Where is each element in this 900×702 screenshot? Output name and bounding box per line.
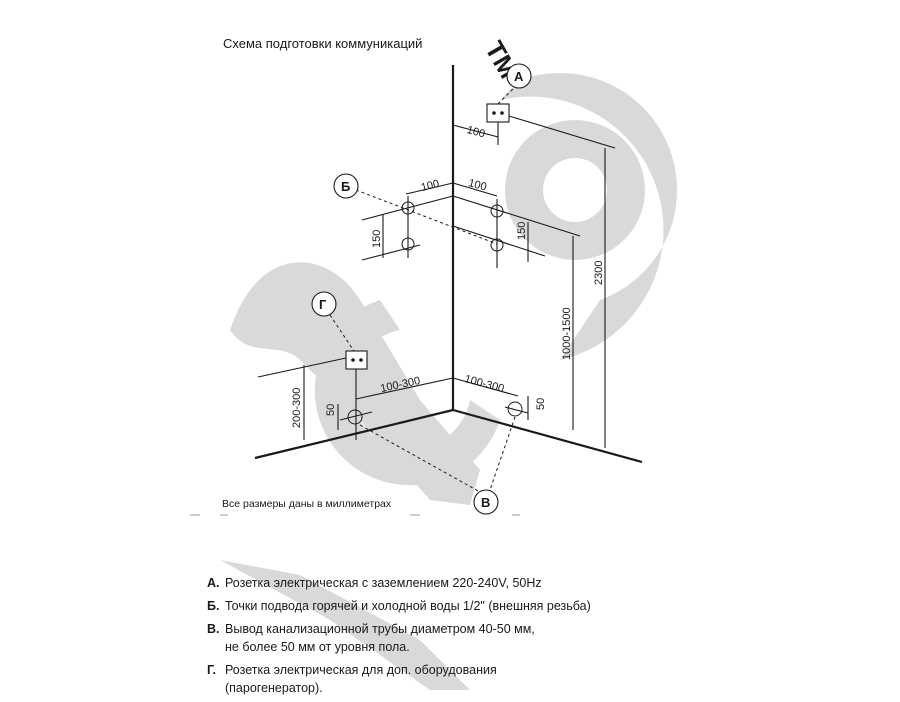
drain-right-cross [504,406,529,414]
room-corner [254,65,643,464]
dim-b-right-spacing: 150 [516,222,528,240]
b-left-bottom-line [361,244,421,261]
watermark-loop-shape [500,72,678,361]
units-note: Все размеры даны в миллиметрах [222,498,392,510]
water-points-b: 100 100 150 150 1000-1500 Б [333,173,581,430]
b-right-bottom-line [452,225,546,257]
legend-text: Точки подвода горячей и холодной воды 1/… [225,599,591,613]
dim-v-right-height: 50 [535,398,547,410]
legend-letter: А. [207,576,220,590]
dim-v-left-height: 50 [325,404,337,416]
callout-g-leader [329,314,355,352]
legend-letter: Г. [207,663,216,677]
socket-g: 200-300 Г [257,291,368,440]
socket-a-box [486,103,510,123]
callout-v-leader-right [489,416,516,491]
dim-v-right-offset: 100-300 [463,373,505,395]
dim-g-height: 200-300 [291,388,303,428]
socket-g-pin-left [351,358,355,362]
floor-edge-right [452,408,643,464]
callout-g-label: Г [319,297,327,312]
socket-a-pin-left [492,111,496,115]
watermark-swoosh-shape [220,560,470,690]
b-right-offset-line [452,182,498,197]
legend-letter: Б. [207,599,220,613]
socket-g-box [345,350,368,370]
legend-text: Розетка электрическая с заземлением 220-… [225,576,542,590]
callout-v [473,489,499,515]
drain-right [507,401,523,417]
legend-item-b: Б. Точки подвода горячей и холодной воды… [207,597,807,615]
callout-g [311,291,337,317]
b-left-offset-line [405,182,454,195]
floor-edge-left [254,408,454,460]
watermark-logo: TM [220,36,678,690]
legend-item-a: А. Розетка электрическая с заземлением 2… [207,574,807,592]
socket-a: 100 2300 А [452,63,616,448]
dim-a-offset: 100 [465,124,486,140]
dim-a-top-ext [508,115,616,149]
watermark-ring-hole [543,158,607,222]
legend-letter: В. [207,622,220,636]
dim-b-left-offset: 100 [420,178,441,194]
callout-b-label: Б [341,179,350,194]
legend-item-v: В. Вывод канализационной трубы диаметром… [207,620,807,656]
socket-a-pin-right [500,111,504,115]
drain-left-cross [339,411,373,421]
legend-text: Розетка электрическая для доп. оборудова… [225,663,497,695]
legend-item-g: Г. Розетка электрическая для доп. оборуд… [207,661,807,697]
dim-b-left-spacing: 150 [371,230,383,248]
dim-a-height: 2300 [593,261,605,285]
legend: А. Розетка электрическая с заземлением 2… [207,574,807,702]
legend-text: Вывод канализационной трубы диаметром 40… [225,622,535,654]
drain-left [347,409,363,425]
dim-v-left-offset-line [355,377,454,400]
socket-g-pin-right [359,358,363,362]
callout-v-leader-left [359,424,481,493]
dim-b-right-offset: 100 [467,177,488,193]
callout-a-leader [497,85,517,105]
diagram-title: Схема подготовки коммуникаций [223,36,422,51]
dim-v-right-offset-line [452,377,519,397]
b-right-top-line [452,195,581,237]
callout-b-leader [355,189,498,245]
callout-a [506,63,532,89]
watermark-arch-shape [230,262,480,505]
dim-b-height: 1000-1500 [561,307,573,360]
callout-b [333,173,359,199]
callout-v-label: В [481,495,490,510]
g-wall-line [257,357,347,378]
callout-a-label: А [514,69,524,84]
socket-a-offset-line [452,124,499,138]
